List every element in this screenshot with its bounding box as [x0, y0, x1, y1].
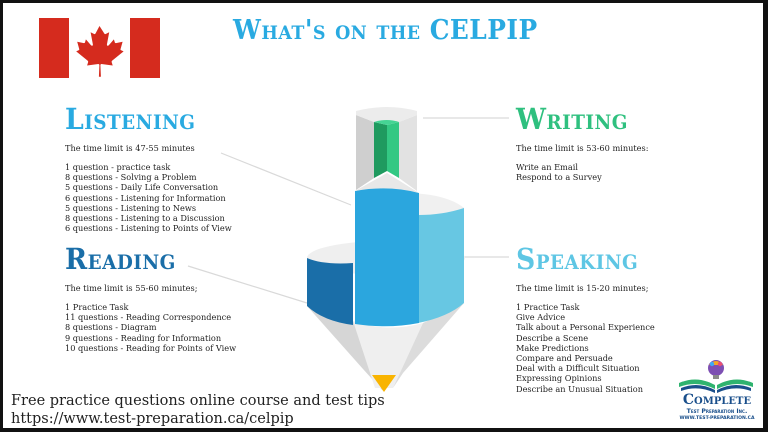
list-item: 1 Practice Task — [65, 302, 129, 312]
list-item: Compare and Persuade — [516, 353, 613, 364]
writing-segment-top — [374, 120, 399, 125]
pencil-tip — [372, 375, 396, 392]
reading-heading: Reading — [65, 242, 176, 276]
list-item: Describe a Scene — [516, 332, 589, 343]
writing-time-limit: The time limit is 53-60 minutes: — [516, 143, 649, 153]
pencil-cone-center — [353, 321, 423, 388]
list-item: 11 questions - Reading Correspondence — [65, 312, 232, 323]
list-item: Write an Email — [516, 162, 578, 172]
logo-url: WWW.TEST-PREPARATION.CA — [679, 416, 755, 421]
list-item: Make Predictions — [516, 342, 589, 353]
list-item: 1 Practice Task — [516, 302, 580, 312]
logo-brand-name: Complete — [682, 392, 752, 408]
list-item: 8 questions - Diagram — [65, 322, 157, 333]
writing-tower-top — [356, 107, 417, 122]
speaking-items: 1 Practice Task Give Advice Talk about a… — [516, 302, 655, 394]
canada-flag-icon — [39, 18, 160, 78]
listening-heading: Listening — [65, 102, 196, 136]
list-item: 8 questions - Solving a Problem — [65, 172, 197, 183]
infographic-canvas: What's on the CELPIP — [3, 3, 763, 428]
writing-heading: Writing — [516, 102, 628, 136]
list-item: Talk about a Personal Experience — [516, 322, 655, 333]
writing-items: Write an Email Respond to a Survey — [516, 162, 648, 182]
list-item: Respond to a Survey — [516, 172, 602, 183]
reading-time-limit: The time limit is 55-60 minutes; — [65, 283, 198, 293]
reading-items: 1 Practice Task 11 questions - Reading C… — [65, 302, 236, 353]
list-item: 9 questions - Reading for Information — [65, 332, 222, 343]
reading-connector — [187, 265, 308, 304]
list-item: Deal with a Difficult Situation — [516, 363, 640, 374]
list-item: 6 questions - Listening to Points of Vie… — [65, 223, 232, 234]
complete-test-preparation-logo: Complete Test Preparation Inc. WWW.TEST-… — [671, 355, 761, 427]
speaking-section: Speaking The time limit is 15-20 minutes… — [516, 243, 655, 394]
speaking-heading: Speaking — [516, 242, 639, 276]
speaking-segment — [418, 196, 464, 323]
logo-subtitle: Test Preparation Inc. — [686, 408, 748, 415]
list-item: 5 questions - Daily Life Conversation — [65, 182, 219, 193]
writing-segment-light — [387, 122, 399, 178]
footer-tagline: Free practice questions online course an… — [11, 393, 385, 409]
list-item: 10 questions - Reading for Points of Vie… — [65, 342, 237, 353]
list-item: 8 questions - Listening to a Discussion — [65, 213, 225, 224]
logo-book-bulb-icon — [679, 360, 753, 393]
listening-top — [355, 173, 419, 193]
listening-section: Listening The time limit is 47-55 minute… — [65, 103, 232, 233]
connector-lines — [187, 117, 509, 304]
list-item: 5 questions - Listening to News — [65, 202, 197, 213]
footer-url-link[interactable]: https://www.test-preparation.ca/celpip — [11, 411, 294, 427]
listening-connector — [220, 152, 352, 206]
listening-items: 1 question - practice task 8 questions -… — [65, 162, 232, 233]
writing-section: Writing The time limit is 53-60 minutes:… — [516, 103, 648, 182]
reading-section: Reading The time limit is 55-60 minutes;… — [65, 243, 236, 353]
list-item: 1 question - practice task — [65, 162, 171, 172]
pencil-cone-left — [307, 306, 383, 391]
writing-segment-dark — [374, 122, 387, 178]
footer-text: Free practice questions online course an… — [11, 392, 385, 428]
pencil-pie-graphic — [307, 107, 465, 392]
listening-segment — [355, 187, 419, 327]
listening-time-limit: The time limit is 47-55 minutes — [65, 143, 195, 153]
writing-tower-left — [356, 115, 374, 190]
speaking-time-limit: The time limit is 15-20 minutes; — [516, 283, 649, 293]
page-title: What's on the CELPIP — [233, 15, 538, 46]
reading-segment — [307, 258, 353, 325]
list-item: Give Advice — [516, 312, 566, 323]
list-item: 6 questions - Listening for Information — [65, 192, 226, 203]
list-item: Expressing Opinions — [516, 373, 602, 384]
list-item: Describe an Unusual Situation — [516, 383, 643, 394]
writing-tower-right — [399, 115, 417, 191]
